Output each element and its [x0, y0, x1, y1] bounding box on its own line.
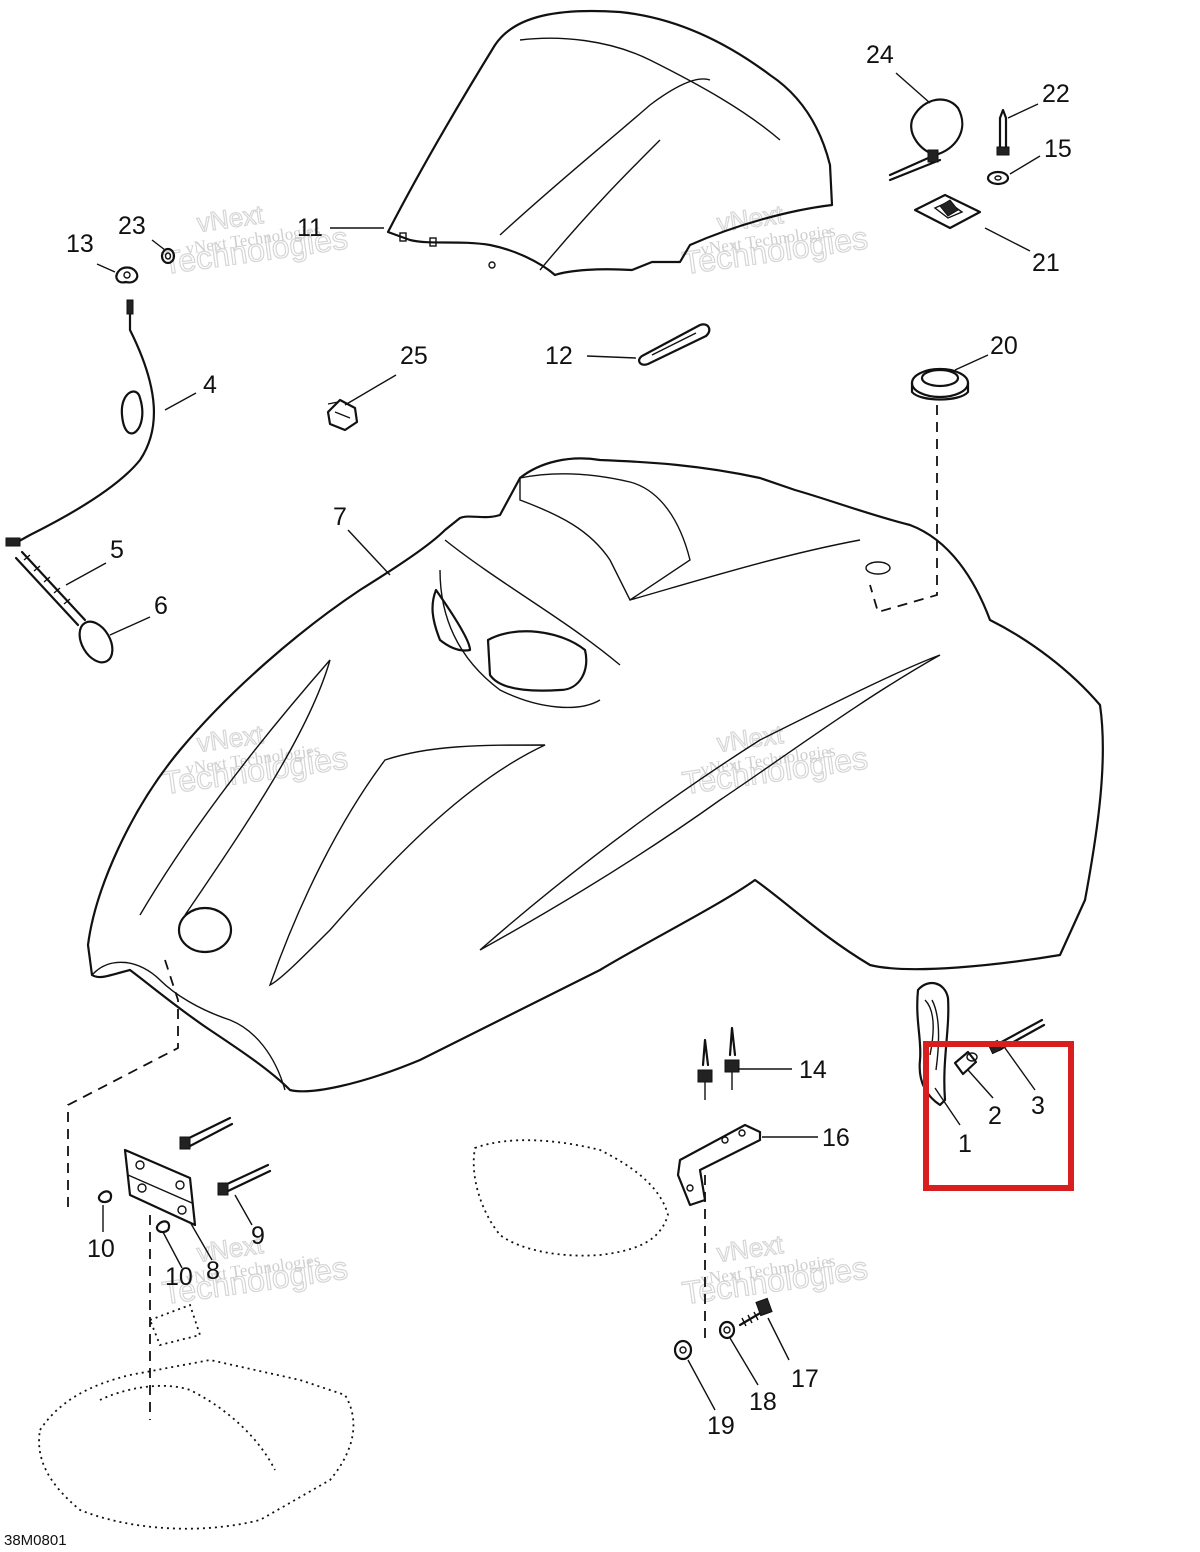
watermark-mid-left: vNext Technologies vNext Technologies: [159, 718, 350, 801]
callout-13: 13: [66, 230, 94, 258]
callout-23: 23: [118, 212, 146, 240]
part-21-mount: [913, 193, 982, 230]
callout-6: 6: [154, 592, 168, 620]
callout-20: 20: [990, 332, 1018, 360]
watermarks: vNext Technologies vNext Technologies vN…: [159, 198, 870, 1311]
callout-25: 25: [400, 342, 428, 370]
part-13-23-fasteners: [115, 247, 176, 284]
callout-8: 8: [206, 1257, 220, 1285]
callout-15: 15: [1044, 135, 1072, 163]
leader-lines: [65, 72, 1041, 1411]
callout-14: 14: [799, 1056, 827, 1084]
callout-24: 24: [866, 41, 894, 69]
part-hood: [86, 457, 1104, 1093]
callout-4: 4: [203, 371, 217, 399]
callout-2: 2: [988, 1102, 1002, 1130]
part-12-strip: [638, 323, 711, 366]
part-3-pin: [987, 1018, 1046, 1055]
watermark-top-right: vNext Technologies vNext Technologies: [679, 198, 870, 281]
watermark-mid-right: vNext Technologies vNext Technologies: [679, 718, 870, 801]
part-16-bracket: [676, 1123, 762, 1207]
callout-7: 7: [333, 503, 347, 531]
callout-21: 21: [1032, 249, 1060, 277]
part-windshield: [386, 9, 834, 277]
callout-10a: 10: [87, 1235, 115, 1263]
callout-11: 11: [297, 214, 323, 242]
highlight-box: [923, 1041, 1074, 1191]
part-8-hinge: [97, 1148, 197, 1234]
callout-19: 19: [707, 1412, 735, 1440]
callout-3: 3: [1031, 1092, 1045, 1120]
part-14-pins: [697, 1026, 740, 1100]
part-25-clip: [326, 398, 359, 432]
part-22-15-pin: [986, 108, 1010, 186]
callout-17: 17: [791, 1365, 819, 1393]
callout-18: 18: [749, 1388, 777, 1416]
callout-9: 9: [251, 1222, 265, 1250]
part-17-18-19-fasteners: [673, 1297, 773, 1361]
callout-22: 22: [1042, 80, 1070, 108]
part-24-strap: [888, 98, 964, 182]
callouts: 1 2 3 4 5 6 7 8 9 10 10 11 12 13 14 15 1…: [66, 41, 1072, 1440]
part-4-5-6-tether: [5, 299, 155, 664]
callout-5: 5: [110, 536, 124, 564]
callout-1: 1: [958, 1130, 972, 1158]
outline-guides: [38, 959, 706, 1530]
diagram-code: 38M0801: [4, 1532, 67, 1549]
part-2-spacer: [953, 1050, 978, 1076]
part-20-grommet: [869, 367, 970, 614]
part-1-handle: [916, 981, 950, 1107]
part-9-rivets: [179, 1116, 272, 1196]
callout-16: 16: [822, 1124, 850, 1152]
callout-10b: 10: [165, 1263, 193, 1291]
callout-12: 12: [545, 342, 573, 370]
